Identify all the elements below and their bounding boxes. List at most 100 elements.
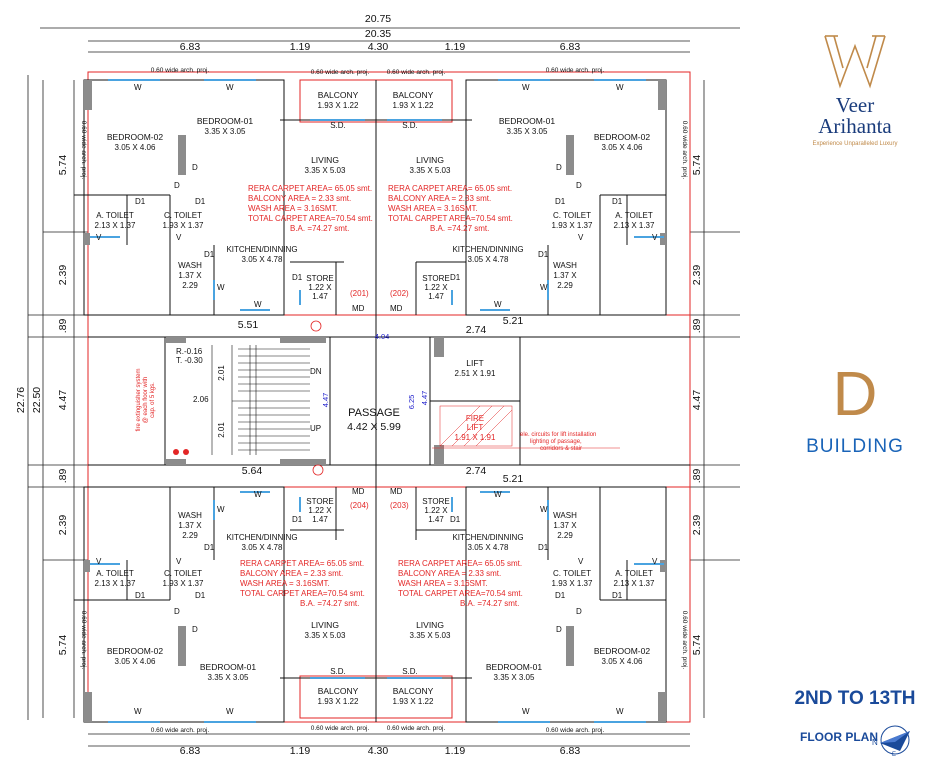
room-label: BEDROOM-01 (499, 116, 555, 126)
room-size: 3.05 X 4.06 (115, 657, 156, 666)
dim-right-gap-b: .89 (691, 469, 703, 484)
room-size: 2.29 (557, 281, 573, 290)
area-wash: WASH AREA = 3.16SMT. (398, 579, 488, 588)
arch-proj-left-lower: 0.60 wide arch. proj. (80, 611, 87, 670)
room-label: BALCONY (318, 686, 359, 696)
label-w: W (226, 83, 234, 92)
stair-width: 2.01 (217, 365, 226, 381)
room-size: 2.13 X 1.37 (95, 221, 136, 230)
area-balcony: BALCONY AREA = 2.33 smt. (398, 569, 501, 578)
room-size: 2.29 (182, 281, 198, 290)
dim-top-2: 1.19 (290, 41, 311, 53)
dim-core-551: 5.51 (238, 319, 259, 331)
room-size: 1.93 X 1.22 (393, 101, 434, 110)
dim-bottom-3: 4.30 (368, 745, 389, 757)
room-size: 1.22 X (424, 506, 448, 515)
label-d: D (556, 163, 562, 172)
label-d1: D1 (612, 591, 623, 600)
room-size: 1.47 (312, 515, 328, 524)
arch-proj-bottom-c2: 0.60 wide arch. proj. (387, 725, 446, 732)
label-d1: D1 (292, 273, 303, 282)
room-size: 3.35 X 3.05 (507, 127, 548, 136)
dim-right-mid-upper: 2.39 (691, 265, 703, 286)
label-d1: D1 (135, 197, 146, 206)
room-label: BEDROOM-02 (594, 132, 650, 142)
area-ba: B.A. =74.27 smt. (300, 599, 359, 608)
fire-note-2: @ each floor with (143, 377, 149, 423)
area-wash: WASH AREA = 3.16SMT. (240, 579, 330, 588)
room-size: 1.37 X (553, 271, 577, 280)
label-w: W (254, 300, 262, 309)
stair-up: UP (310, 424, 321, 433)
label-v: V (578, 557, 584, 566)
flat-201: BEDROOM-02 3.05 X 4.06 BEDROOM-01 3.35 X… (95, 83, 373, 313)
brand-tagline: Experience Unparalleled Luxury (812, 141, 898, 147)
room-label: KITCHEN/DINNING (226, 533, 297, 542)
room-size: 1.37 X (178, 271, 202, 280)
room-label: WASH (553, 261, 577, 270)
fire-lift-label: FIRE (466, 414, 484, 423)
area-wash: WASH AREA = 3.16SMT. (388, 204, 478, 213)
passage-size: 4.42 X 5.99 (347, 421, 401, 433)
lift-label: LIFT (466, 358, 483, 368)
building-letter: D (832, 360, 878, 429)
dim-core-521a: 5.21 (503, 315, 524, 327)
room-label: BALCONY (393, 686, 434, 696)
room-size: 1.93 X 1.22 (318, 101, 359, 110)
dim-top-4: 1.19 (445, 41, 466, 53)
room-size: 3.05 X 4.06 (115, 143, 156, 152)
flat-204: MD (204) STORE 1.22 X 1.47 WASH 1.37 X 2… (95, 487, 369, 716)
label-d1: D1 (292, 515, 303, 524)
label-d: D (576, 181, 582, 190)
dim-right-mid-lower: 2.39 (691, 515, 703, 536)
label-sd: S.D. (402, 667, 418, 676)
room-label: KITCHEN/DINNING (452, 245, 523, 254)
label-d: D (576, 607, 582, 616)
room-size: 3.35 X 3.05 (208, 673, 249, 682)
room-label: C. TOILET (164, 211, 202, 220)
ele-note-2: lighting of passage, (530, 439, 582, 445)
dim-left-mid-upper: 2.39 (57, 265, 69, 286)
dim-left-upper: 5.74 (57, 155, 69, 176)
label-md: MD (352, 304, 365, 313)
label-v: V (176, 557, 182, 566)
label-v: V (96, 557, 102, 566)
dim-right-gap-a: .89 (691, 319, 703, 334)
label-md: MD (390, 487, 403, 496)
room-size: 2.13 X 1.37 (614, 221, 655, 230)
dim-bottom-1: 6.83 (180, 745, 201, 757)
room-label: C. TOILET (164, 569, 202, 578)
room-size: 1.93 X 1.37 (552, 221, 593, 230)
dim-bottom-5: 6.83 (560, 745, 581, 757)
arch-proj-right-upper: 0.60 wide arch. proj. (681, 121, 688, 180)
dim-core-274a: 2.74 (466, 324, 487, 336)
label-d1: D1 (538, 250, 549, 259)
dim-height-inner: 22.50 (31, 387, 43, 413)
fire-note-3: cap. of 5 kgs. (150, 382, 156, 418)
room-size: 1.93 X 1.22 (393, 697, 434, 706)
passage-label: PASSAGE (348, 407, 400, 419)
dim-core-625: 6.25 (407, 395, 416, 410)
room-label: STORE (422, 274, 449, 283)
label-d1: D1 (195, 197, 206, 206)
label-d1: D1 (135, 591, 146, 600)
dim-core-521b: 5.21 (503, 473, 524, 485)
room-label: KITCHEN/DINNING (452, 533, 523, 542)
room-label: STORE (306, 274, 333, 283)
label-d: D (174, 181, 180, 190)
area-ba: B.A. =74.27 smt. (430, 224, 489, 233)
flat-202: BEDROOM-02 3.05 X 4.06 BEDROOM-01 3.35 X… (388, 83, 658, 313)
label-w: W (616, 707, 624, 716)
label-v: V (96, 233, 102, 242)
dim-top-1: 6.83 (180, 41, 201, 53)
room-label: BEDROOM-02 (594, 646, 650, 656)
label-d1: D1 (555, 591, 566, 600)
arch-proj-top-c1: 0.60 wide arch. proj. (311, 69, 370, 76)
area-total: TOTAL CARPET AREA=70.54 smt. (240, 589, 365, 598)
room-label: A. TOILET (615, 211, 653, 220)
label-d1: D1 (204, 250, 215, 259)
label-d: D (556, 625, 562, 634)
label-w: W (616, 83, 624, 92)
flat-number: (204) (350, 501, 369, 510)
area-balcony: BALCONY AREA = 2.33 smt. (240, 569, 343, 578)
